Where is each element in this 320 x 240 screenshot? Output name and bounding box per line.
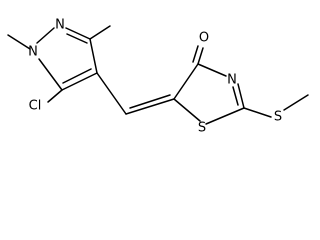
- bond-c5-c4-thiazole: [173, 63, 199, 100]
- bond-c3-c4: [89, 38, 98, 74]
- bond-n1-methyl: [7, 34, 31, 50]
- bond-n2-c3-outer: [65, 27, 91, 40]
- bond-n1-n2: [36, 27, 55, 44]
- atom-labels: N N Cl O N S S: [28, 18, 282, 136]
- bond-c5-chloro: [47, 89, 63, 103]
- atom-label-carbonyl-oxygen: O: [199, 31, 209, 46]
- bond-c4-carbonyl-inner: [192, 45, 199, 63]
- atom-label-thiazole-sulfur: S: [198, 121, 206, 136]
- bond-c4-n3: [197, 63, 227, 77]
- atom-label-thiazole-nitrogen: N: [227, 73, 237, 88]
- atom-label-pyrazole-n1: N: [28, 45, 38, 60]
- bond-c2-thioether: [243, 107, 272, 118]
- bond-c4-c5-outer: [61, 72, 98, 91]
- bond-c4-methine: [96, 72, 127, 115]
- bond-s1-c5: [173, 98, 201, 122]
- bond-c5-n1: [38, 58, 63, 91]
- bond-thioether-methyl: [283, 94, 309, 111]
- bond-methine-c5-thiazole-outer: [125, 98, 175, 115]
- atom-label-pyrazole-n2: N: [55, 18, 65, 33]
- bond-methine-c5-thiazole-inner: [129, 94, 171, 109]
- chemical-structure-diagram: N N Cl O N S S: [7, 18, 309, 136]
- bond-c2-s1: [205, 107, 245, 125]
- atom-label-chloro: Cl: [29, 99, 42, 114]
- bond-c4-carbonyl-outer: [197, 47, 204, 65]
- bond-c3-methyl: [89, 25, 111, 40]
- bond-n2-c3-inner: [66, 33, 88, 44]
- bond-c4-c5-inner: [62, 68, 92, 84]
- atom-label-thioether-sulfur: S: [274, 110, 282, 125]
- bond-n3-c2-outer: [237, 83, 245, 109]
- bond-n3-c2-inner: [232, 86, 239, 106]
- bond-skeleton: [7, 25, 309, 125]
